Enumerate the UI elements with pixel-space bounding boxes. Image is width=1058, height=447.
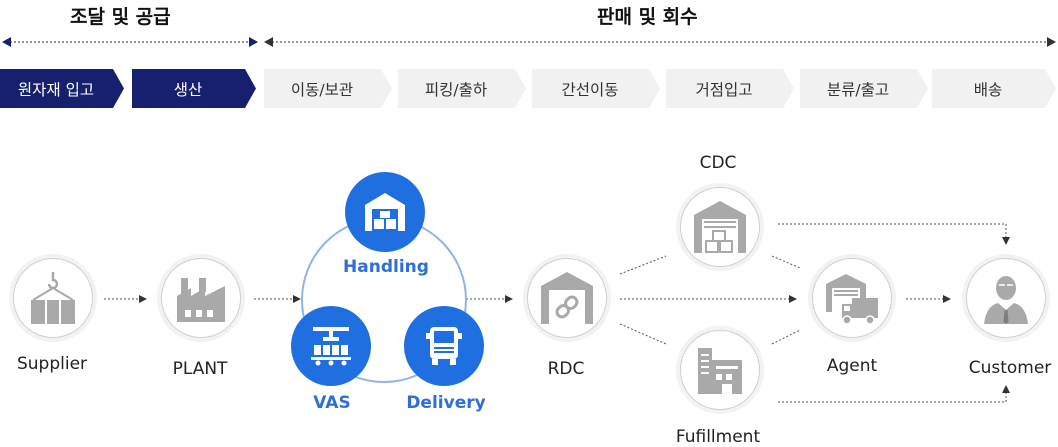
step-label: 원자재 입고: [17, 80, 95, 99]
cdc-label: CDC: [699, 153, 737, 173]
fulfillment-label: Fufillment: [675, 427, 761, 447]
sales-title: 판매 및 회수: [597, 6, 698, 28]
customer-label: Customer: [968, 358, 1052, 378]
step-shape: [532, 69, 660, 108]
building-icon: [698, 348, 742, 394]
customer-node: [966, 258, 1046, 338]
step-shape: [398, 69, 526, 108]
crane-cargo-icon: [31, 272, 75, 324]
truck-icon: [426, 327, 462, 365]
supplier-node: [13, 258, 93, 338]
step-label: 거점입고: [695, 80, 753, 99]
handling-node: [345, 172, 425, 252]
conveyor-icon: [311, 327, 351, 366]
vas-node: [291, 306, 371, 386]
step-shape: [800, 69, 928, 108]
process-step: 생산: [132, 69, 256, 108]
handling-label: Handling: [343, 257, 429, 277]
supplier-label: Supplier: [16, 354, 88, 374]
step-shape: [264, 69, 392, 108]
step-shape: [132, 69, 256, 108]
delivery-label: Delivery: [406, 393, 486, 413]
process-step: 분류/출고: [800, 69, 928, 108]
process-step: 피킹/출하: [398, 69, 526, 108]
step-shape: [0, 69, 124, 108]
step-label: 이동/보관: [290, 80, 354, 99]
process-step: 원자재 입고: [0, 69, 124, 108]
process-step: 간선이동: [532, 69, 660, 108]
factory-icon: [177, 278, 225, 322]
step-label: 배송: [973, 80, 1003, 99]
warehouse-truck-icon: [826, 274, 878, 325]
warehouse-link-icon: [541, 272, 593, 324]
process-step: 배송: [932, 69, 1056, 108]
plant-label: PLANT: [172, 359, 228, 379]
plant-node: [161, 258, 241, 338]
sales-span-arrow: [264, 37, 1056, 47]
step-shape: [666, 69, 794, 108]
fulfillment-node: [680, 330, 760, 410]
person-icon: [984, 276, 1028, 324]
agent-node: [812, 258, 892, 338]
step-label: 생산: [173, 80, 203, 99]
step-shape: [932, 69, 1056, 108]
cdc-node: [680, 187, 760, 267]
step-label: 간선이동: [561, 80, 619, 99]
warehouse-boxes-icon: [365, 193, 405, 231]
step-label: 분류/출고: [826, 80, 890, 99]
warehouse-boxes-icon: [694, 201, 746, 253]
vas-label: VAS: [313, 393, 351, 413]
process-step: 이동/보관: [264, 69, 392, 108]
procurement-title: 조달 및 공급: [70, 6, 171, 28]
agent-label: Agent: [826, 356, 878, 376]
delivery-node: [404, 306, 484, 386]
rdc-node: [527, 258, 607, 338]
procurement-span-arrow: [2, 37, 258, 47]
step-label: 피킹/출하: [424, 80, 488, 99]
process-step: 거점입고: [666, 69, 794, 108]
rdc-label: RDC: [547, 359, 585, 379]
